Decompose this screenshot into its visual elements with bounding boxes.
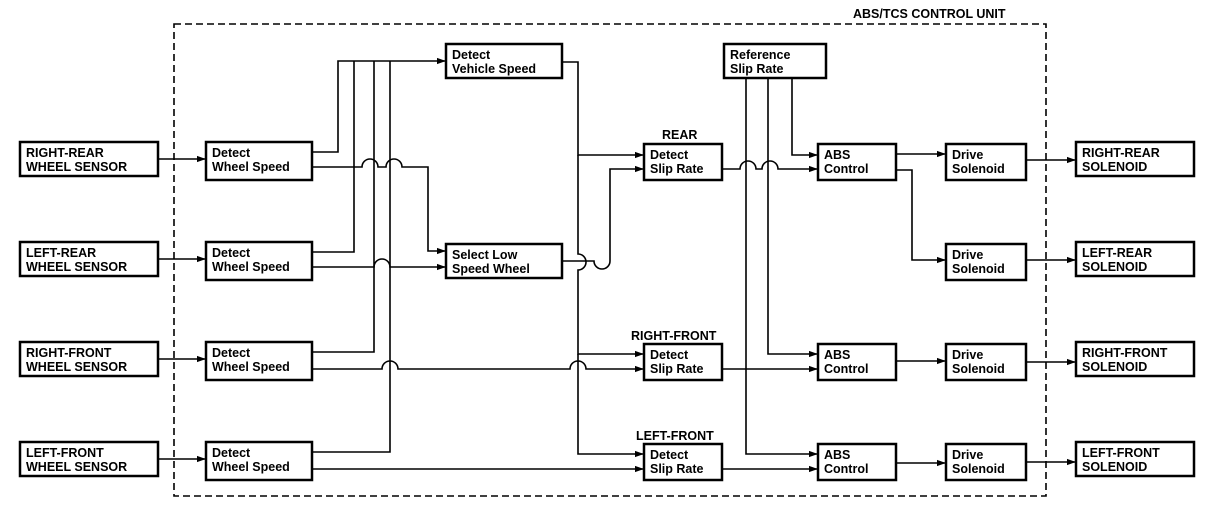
- label-left-front: LEFT-FRONT: [636, 429, 714, 443]
- drive-solenoid-right-rear-line-2: Solenoid: [952, 162, 1005, 176]
- abs-control-right-front-line-1: ABS: [824, 348, 850, 362]
- detect-wheel-speed-right-rear-line-1: Detect: [212, 146, 251, 160]
- solenoid-right-front-line-2: SOLENOID: [1082, 360, 1147, 374]
- detect-slip-rate-left-front-line-1: Detect: [650, 448, 689, 462]
- wire-vehicle-speed-to-right-front: [577, 155, 644, 358]
- signal-wires: [158, 57, 1076, 473]
- wire-ref-to-abs-right-front: [767, 78, 818, 358]
- solenoid-left-rear-line-2: SOLENOID: [1082, 260, 1147, 274]
- solenoid-left-front-line-1: LEFT-FRONT: [1082, 446, 1160, 460]
- abs-control-left-front-line-1: ABS: [824, 448, 850, 462]
- detect-wheel-speed-left-front-line-2: Wheel Speed: [212, 460, 290, 474]
- detect-wheel-speed-right-front-line-1: Detect: [212, 346, 251, 360]
- control-unit-frame: [173, 23, 1047, 497]
- detect-vehicle-speed-line-2: Vehicle Speed: [452, 62, 536, 76]
- sensor-right-front-line-1: RIGHT-FRONT: [26, 346, 112, 360]
- sensor-right-front-line-2: WHEEL SENSOR: [26, 360, 127, 374]
- drive-solenoid-left-rear-line-1: Drive: [952, 248, 983, 262]
- detect-slip-rate-right-front-line-1: Detect: [650, 348, 689, 362]
- sensor-left-front-line-1: LEFT-FRONT: [26, 446, 104, 460]
- detect-slip-rate-left-front-line-2: Slip Rate: [650, 462, 704, 476]
- wire-ref-to-abs-left-front: [745, 78, 818, 458]
- wire-vehicle-speed-to-left-front: [577, 354, 644, 458]
- solenoid-left-rear-line-1: LEFT-REAR: [1082, 246, 1152, 260]
- solenoid-right-front-line-1: RIGHT-FRONT: [1082, 346, 1168, 360]
- drive-solenoid-right-rear-line-1: Drive: [952, 148, 983, 162]
- wire-rf-to-slip-rate: [312, 360, 644, 373]
- abs-control-right-front-line-2: Control: [824, 362, 868, 376]
- wire-select-low-to-rear-slip: [562, 165, 644, 270]
- reference-slip-rate-line-1: Reference: [730, 48, 790, 62]
- control-unit-title: ABS/TCS CONTROL UNIT: [853, 7, 1006, 21]
- wire-rf-to-vehicle-speed: [312, 61, 375, 353]
- abs-control-left-front-line-2: Control: [824, 462, 868, 476]
- select-low-speed-wheel-line-1: Select Low: [452, 248, 518, 262]
- solenoid-left-front-line-2: SOLENOID: [1082, 460, 1147, 474]
- wire-rr-to-vehicle-speed: [312, 57, 446, 153]
- wire-lr-to-select-low: [312, 258, 446, 271]
- drive-solenoid-right-front-line-1: Drive: [952, 348, 983, 362]
- wire-lr-to-vehicle-speed: [312, 61, 355, 253]
- abs-control-rear-line-2: Control: [824, 162, 868, 176]
- drive-solenoid-left-rear-line-2: Solenoid: [952, 262, 1005, 276]
- solenoid-right-rear-line-2: SOLENOID: [1082, 160, 1147, 174]
- sensor-left-rear-line-2: WHEEL SENSOR: [26, 260, 127, 274]
- detect-slip-rate-right-front-line-2: Slip Rate: [650, 362, 704, 376]
- wire-rr-to-select-low: [312, 158, 446, 255]
- wire-vehicle-speed-to-rear: [562, 61, 644, 159]
- detect-wheel-speed-left-front-line-1: Detect: [212, 446, 251, 460]
- abs-control-rear-line-1: ABS: [824, 148, 850, 162]
- sensor-left-rear-line-1: LEFT-REAR: [26, 246, 96, 260]
- reference-slip-rate-line-2: Slip Rate: [730, 62, 784, 76]
- drive-solenoid-left-front-line-1: Drive: [952, 448, 983, 462]
- detect-slip-rate-rear-line-1: Detect: [650, 148, 689, 162]
- detect-wheel-speed-right-front-line-2: Wheel Speed: [212, 360, 290, 374]
- select-low-speed-wheel-line-2: Speed Wheel: [452, 262, 530, 276]
- wire-abs-rear-to-drive-lr: [896, 169, 946, 264]
- sensor-left-front-line-2: WHEEL SENSOR: [26, 460, 127, 474]
- detect-wheel-speed-left-rear-line-1: Detect: [212, 246, 251, 260]
- wire-ref-to-abs-rear: [791, 78, 818, 159]
- label-rear: REAR: [662, 128, 697, 142]
- detect-wheel-speed-left-rear-line-2: Wheel Speed: [212, 260, 290, 274]
- drive-solenoid-right-front-line-2: Solenoid: [952, 362, 1005, 376]
- sensor-right-rear-line-1: RIGHT-REAR: [26, 146, 104, 160]
- wire-lf-to-vehicle-speed: [312, 61, 391, 453]
- drive-solenoid-left-front-line-2: Solenoid: [952, 462, 1005, 476]
- sensor-right-rear-line-2: WHEEL SENSOR: [26, 160, 127, 174]
- wire-rear-slip-to-abs: [722, 160, 818, 173]
- detect-wheel-speed-right-rear-line-2: Wheel Speed: [212, 160, 290, 174]
- label-right-front: RIGHT-FRONT: [631, 329, 717, 343]
- solenoid-right-rear-line-1: RIGHT-REAR: [1082, 146, 1160, 160]
- detect-vehicle-speed-line-1: Detect: [452, 48, 491, 62]
- detect-slip-rate-rear-line-2: Slip Rate: [650, 162, 704, 176]
